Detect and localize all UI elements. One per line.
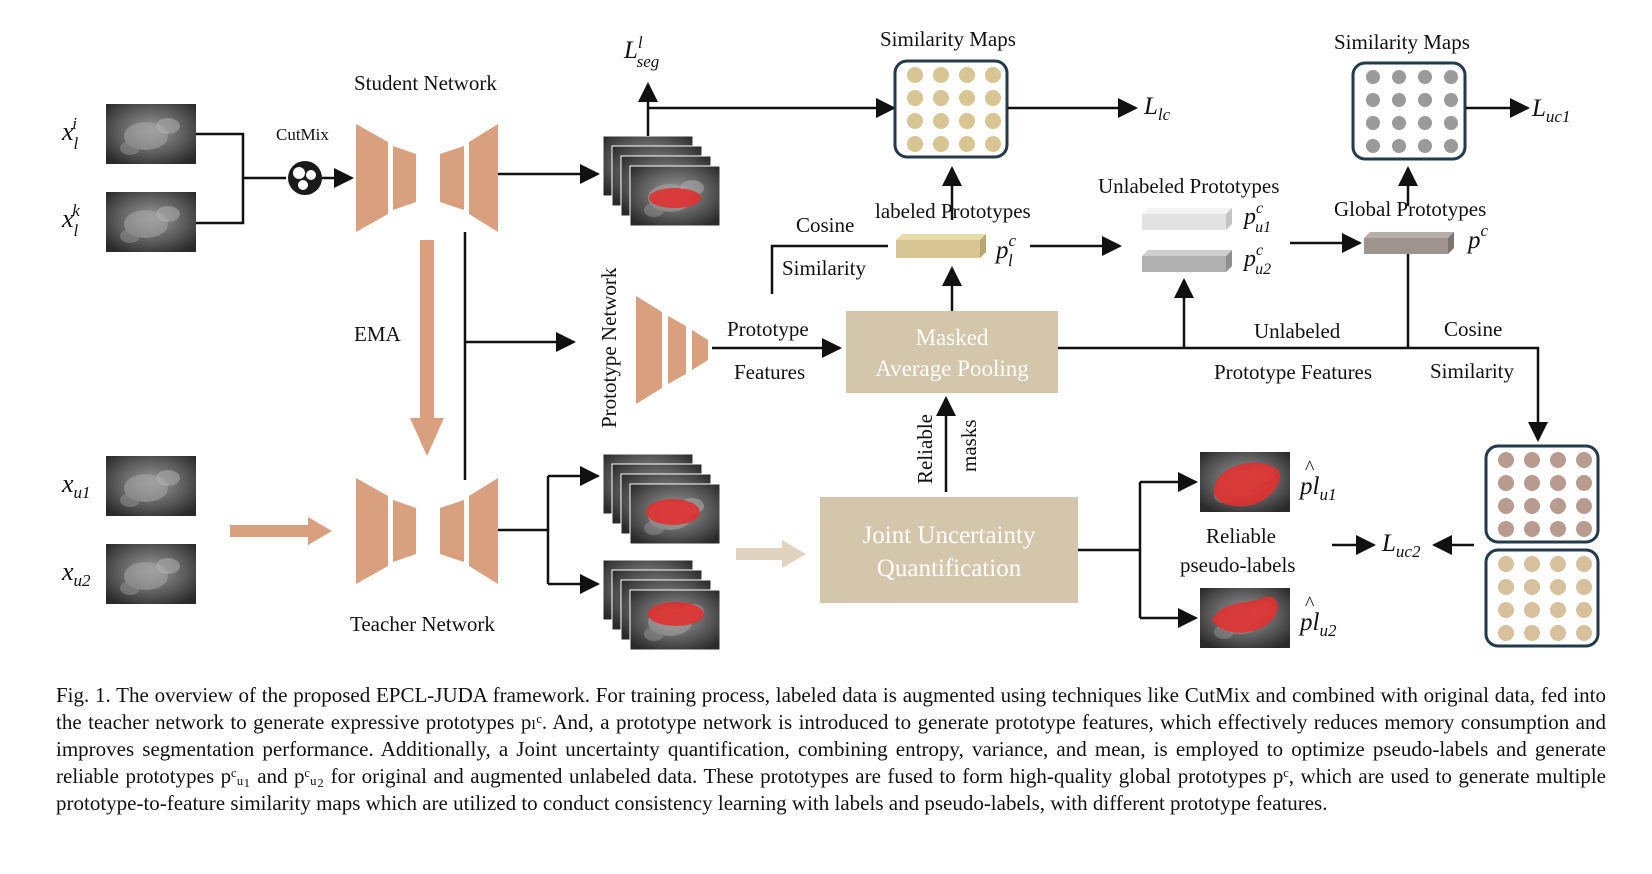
- similarity-map-4: [1484, 548, 1600, 648]
- cutmix-label: CutMix: [276, 125, 329, 144]
- prototype-network: [636, 296, 708, 404]
- prototype-network-label: Prototype Network: [597, 267, 621, 428]
- figure-caption: Fig. 1. The overview of the proposed EPC…: [56, 683, 1606, 815]
- to-juq-arrow: [736, 540, 806, 568]
- global-prototype-bar: [1364, 232, 1454, 254]
- xlk-symbol: xlk: [61, 201, 80, 240]
- input-xu1: xu1: [61, 456, 196, 516]
- reliable-pl-label-1: Reliable: [1206, 524, 1276, 548]
- similarity-label-2: Similarity: [1430, 359, 1515, 383]
- xu2-symbol: xu2: [61, 557, 91, 590]
- ema-arrow: [410, 240, 444, 456]
- prototype-features-label-1: Prototype: [727, 317, 809, 341]
- map-label-1: Masked: [916, 325, 989, 350]
- pseudo-label-u2: [1200, 588, 1290, 648]
- plu1-hat: ^: [1305, 457, 1315, 479]
- unlabeled-prototype-bar-u1: [1142, 208, 1232, 230]
- similarity-maps-label-2: Similarity Maps: [1334, 30, 1470, 54]
- unlabeled-pf-label-1: Unlabeled: [1254, 319, 1341, 343]
- plu2-hat: ^: [1305, 593, 1315, 615]
- unlabeled-pf-label-2: Prototype Features: [1214, 360, 1372, 384]
- reliable-pl-label-2: pseudo-labels: [1180, 553, 1295, 577]
- plu2-symbol: plu2: [1298, 609, 1337, 640]
- student-network: [356, 124, 498, 232]
- input-xu2: xu2: [61, 544, 196, 604]
- plu1-symbol: plu1: [1298, 473, 1336, 504]
- unlabeled-input-arrow: [230, 517, 332, 545]
- teacher-network-label: Teacher Network: [350, 612, 495, 636]
- cutmix-icon: [288, 161, 322, 195]
- labeled-prototype-bar: [896, 234, 986, 258]
- reliable-label: Reliable: [913, 414, 937, 484]
- similarity-maps-label-1: Similarity Maps: [880, 27, 1016, 51]
- cosine-label-1: Cosine: [796, 213, 854, 237]
- similarity-label-1: Similarity: [782, 256, 867, 280]
- map-label-2: Average Pooling: [875, 356, 1029, 381]
- ema-label: EMA: [354, 322, 402, 346]
- input-xlk: xlk: [61, 192, 196, 252]
- cutmix-bracket: [196, 132, 245, 225]
- unlabeled-features-line: [1058, 346, 1548, 442]
- luc1-symbol: Luc1: [1531, 95, 1570, 126]
- unlabeled-prototypes-label: Unlabeled Prototypes: [1098, 174, 1279, 198]
- similarity-map-3: [1484, 444, 1600, 544]
- xli-symbol: xli: [61, 114, 79, 153]
- teacher-prediction-stack-2: [602, 559, 721, 651]
- teacher-network: [356, 478, 498, 584]
- teacher-prediction-stack-1: [602, 453, 721, 545]
- pc-symbol: pc: [1466, 221, 1489, 254]
- llc-symbol: Llc: [1143, 93, 1171, 124]
- luc2-symbol: Luc2: [1381, 530, 1421, 561]
- masked-average-pooling-box: [846, 311, 1058, 393]
- student-prediction-stack: [602, 135, 721, 227]
- juq-label-2: Quantification: [877, 555, 1022, 582]
- juq-label-1: Joint Uncertainty: [863, 522, 1036, 549]
- prototype-features-label-2: Features: [734, 360, 805, 384]
- cosine-similarity-1-line: [770, 244, 888, 294]
- joint-uncertainty-box: [820, 497, 1078, 603]
- masks-label: masks: [957, 420, 981, 473]
- xu1-symbol: xu1: [61, 469, 91, 502]
- similarity-map-2: [1351, 61, 1467, 161]
- student-network-label: Student Network: [354, 71, 497, 95]
- input-xli: xli: [61, 104, 196, 164]
- pseudo-label-u1: [1200, 452, 1290, 512]
- cosine-label-2: Cosine: [1444, 317, 1502, 341]
- unlabeled-prototype-bar-u2: [1142, 250, 1232, 272]
- similarity-map-1: [893, 59, 1009, 159]
- global-prototypes-label: Global Prototypes: [1334, 197, 1486, 221]
- framework-diagram: xli xlk xu1 xu2 CutMix Student Network E…: [61, 27, 1600, 651]
